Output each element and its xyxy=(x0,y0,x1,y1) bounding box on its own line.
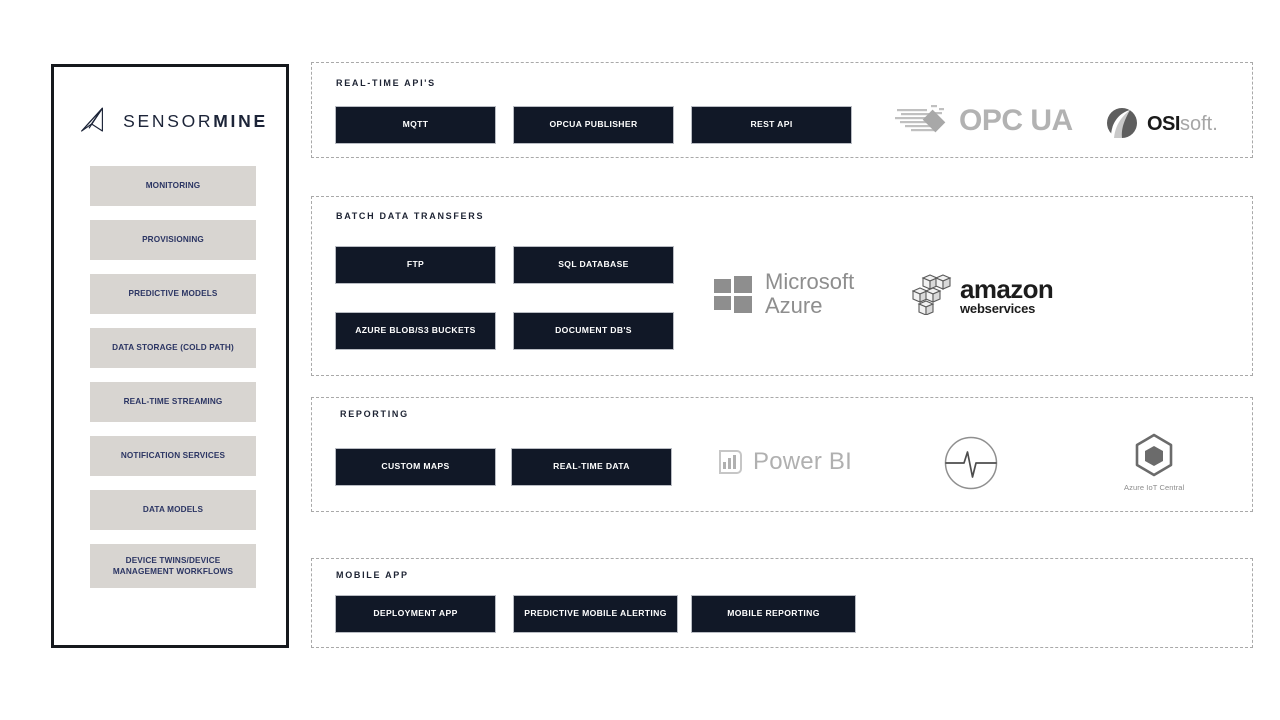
chip-label: REAL-TIME DATA xyxy=(553,461,630,472)
sidebar-item-label: NOTIFICATION SERVICES xyxy=(120,451,226,461)
osisoft-logo: OSIsoft. xyxy=(1105,107,1218,141)
osisoft-wordmark-light: soft. xyxy=(1179,113,1218,135)
sidebar-item-data-models[interactable]: DATA MODELS xyxy=(90,490,256,530)
pulse-waveform-icon xyxy=(943,435,999,491)
sidebar-item-device-twins-management-workflows[interactable]: DEVICE TWINS/DEVICE MANAGEMENT WORKFLOWS xyxy=(90,544,256,588)
microsoft-window-icon xyxy=(714,275,752,313)
chip-label: DEPLOYMENT APP xyxy=(373,608,458,619)
aws-webservices-wordmark: webservices xyxy=(960,301,1036,316)
sidebar-item-data-storage-cold-path[interactable]: DATA STORAGE (COLD PATH) xyxy=(90,328,256,368)
chip-sql-database[interactable]: SQL DATABASE xyxy=(513,246,674,284)
panel-title-reporting: REPORTING xyxy=(340,409,409,419)
sidebar-item-provisioning[interactable]: PROVISIONING xyxy=(90,220,256,260)
amazon-wordmark: amazon xyxy=(960,274,1054,305)
aws-cubes-icon xyxy=(912,274,952,315)
batch-data-transfers-panel: BATCH DATA TRANSFERS FTP SQL DATABASE AZ… xyxy=(311,196,1253,376)
panel-title-mobile-app: MOBILE APP xyxy=(336,570,409,580)
microsoft-azure-logo: Microsoft Azure xyxy=(712,270,854,318)
chip-azure-blob-s3-buckets[interactable]: AZURE BLOB/S3 BUCKETS xyxy=(335,312,496,350)
sensormine-arrow-logo xyxy=(78,104,112,138)
power-bi-logo: Power BI xyxy=(718,448,852,476)
sidebar-item-predictive-models[interactable]: PREDICTIVE MODELS xyxy=(90,274,256,314)
brand-name-light: SENSOR xyxy=(123,110,214,131)
chip-label: OPCUA PUBLISHER xyxy=(549,119,638,130)
sidebar-item-label: DATA MODELS xyxy=(142,505,204,515)
microsoft-azure-line2: Azure xyxy=(765,292,823,318)
opc-ua-wordmark: OPC UA xyxy=(959,104,1073,137)
power-bi-wordmark: Power BI xyxy=(753,448,852,475)
sidebar-item-monitoring[interactable]: MONITORING xyxy=(90,166,256,206)
amazon-web-services-logo: amazon webservices xyxy=(912,273,1054,316)
chip-label: MQTT xyxy=(402,119,429,130)
sidebar-item-label: MONITORING xyxy=(145,181,201,191)
opc-ua-swoosh-icon xyxy=(895,105,946,133)
chip-document-dbs[interactable]: DOCUMENT DB'S xyxy=(513,312,674,350)
chip-label: FTP xyxy=(406,259,425,270)
osisoft-wordmark-bold: OSI xyxy=(1147,113,1180,135)
sensormine-platform-panel: SENSORMINE MONITORING PROVISIONING PREDI… xyxy=(51,64,289,648)
chip-label: SQL DATABASE xyxy=(558,259,629,270)
chip-custom-maps[interactable]: CUSTOM MAPS xyxy=(335,448,496,486)
sidebar-item-label: PROVISIONING xyxy=(142,235,204,245)
osisoft-wordmark: OSIsoft. xyxy=(1147,114,1218,134)
realtime-apis-panel: REAL-TIME API'S MQTT OPCUA PUBLISHER RES… xyxy=(311,62,1253,158)
chip-label: MOBILE REPORTING xyxy=(727,608,820,619)
chip-real-time-data[interactable]: REAL-TIME DATA xyxy=(511,448,672,486)
mobile-app-panel: MOBILE APP DEPLOYMENT APP PREDICTIVE MOB… xyxy=(311,558,1253,648)
azure-iot-central-hexagon-icon xyxy=(1135,433,1173,477)
power-bi-bars-icon xyxy=(719,450,742,474)
panel-title-batch-data-transfers: BATCH DATA TRANSFERS xyxy=(336,211,485,221)
chip-label: CUSTOM MAPS xyxy=(381,461,450,472)
chip-ftp[interactable]: FTP xyxy=(335,246,496,284)
chip-label: AZURE BLOB/S3 BUCKETS xyxy=(355,325,476,336)
azure-iot-central-logo: Azure IoT Central xyxy=(1124,432,1184,492)
chip-rest-api[interactable]: REST API xyxy=(691,106,852,144)
microsoft-azure-wordmark: Microsoft Azure xyxy=(765,270,854,318)
brand-name-bold: MINE xyxy=(213,110,268,131)
osisoft-droplet-icon xyxy=(1107,108,1137,138)
chip-label: DOCUMENT DB'S xyxy=(555,325,632,336)
chip-deployment-app[interactable]: DEPLOYMENT APP xyxy=(335,595,496,633)
sidebar-item-real-time-streaming[interactable]: REAL-TIME STREAMING xyxy=(90,382,256,422)
chip-opcua-publisher[interactable]: OPCUA PUBLISHER xyxy=(513,106,674,144)
chip-label: PREDICTIVE MOBILE ALERTING xyxy=(524,608,667,619)
platform-capability-list: MONITORING PROVISIONING PREDICTIVE MODEL… xyxy=(90,166,256,602)
chip-label: REST API xyxy=(750,119,793,130)
microsoft-azure-line1: Microsoft xyxy=(765,269,855,294)
azure-iot-central-label: Azure IoT Central xyxy=(1124,483,1185,492)
chip-mobile-reporting[interactable]: MOBILE REPORTING xyxy=(691,595,856,633)
sidebar-item-label: PREDICTIVE MODELS xyxy=(128,289,218,299)
sidebar-item-label: DEVICE TWINS/DEVICE MANAGEMENT WORKFLOWS xyxy=(112,555,234,576)
reporting-panel: REPORTING CUSTOM MAPS REAL-TIME DATA Pow… xyxy=(311,397,1253,512)
brand-lockup: SENSORMINE xyxy=(54,99,292,143)
sidebar-item-label: DATA STORAGE (COLD PATH) xyxy=(112,343,234,353)
panel-title-realtime-apis: REAL-TIME API'S xyxy=(336,78,436,88)
sidebar-item-label: REAL-TIME STREAMING xyxy=(123,397,223,407)
chip-mqtt[interactable]: MQTT xyxy=(335,106,496,144)
sidebar-item-notification-services[interactable]: NOTIFICATION SERVICES xyxy=(90,436,256,476)
chip-predictive-mobile-alerting[interactable]: PREDICTIVE MOBILE ALERTING xyxy=(513,595,678,633)
brand-name: SENSORMINE xyxy=(123,111,268,132)
opc-ua-logo: OPC UA xyxy=(895,101,1073,141)
